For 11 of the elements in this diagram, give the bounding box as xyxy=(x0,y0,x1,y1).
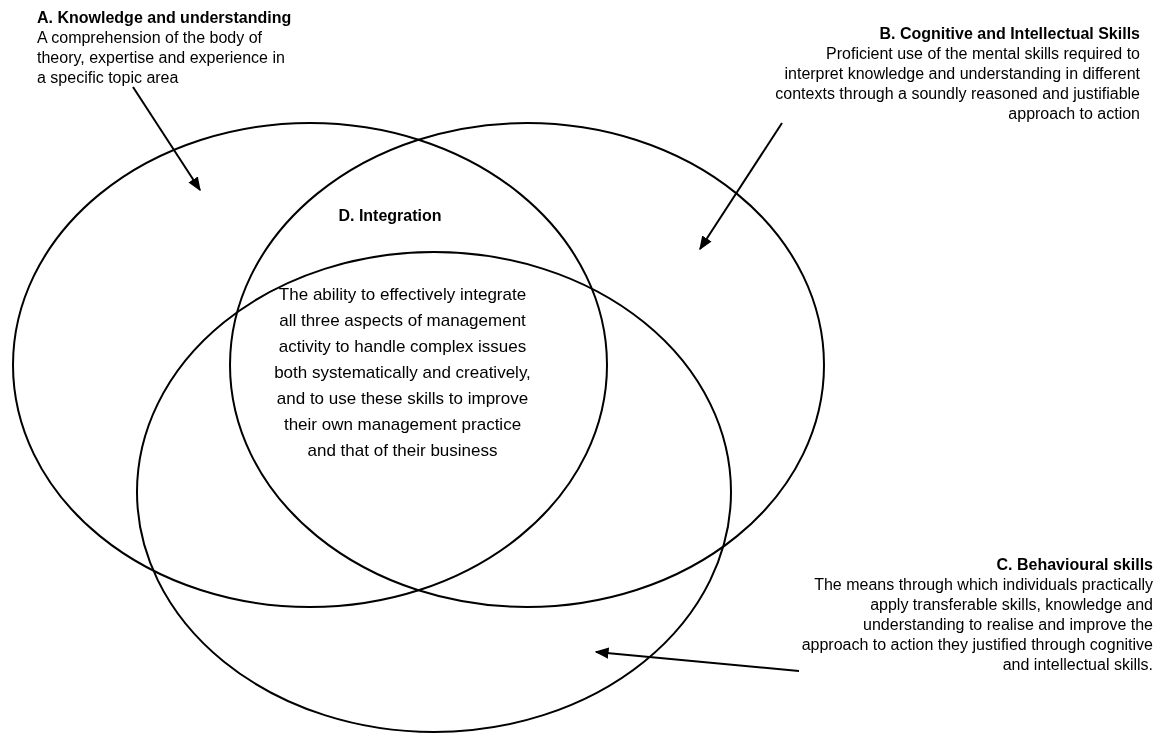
description: The means through which individuals practically apply transferable skills, knowledge and understanding to realise and improve the approach to action they justified through cognitive and intellectual skills. xyxy=(800,575,1153,675)
arrow xyxy=(594,647,800,672)
heading: B. Cognitive and Intellectual Skills xyxy=(878,24,1140,44)
arrow xyxy=(699,122,783,251)
description: The ability to effectively integrate all three aspects of management activity to handle complex issues both systematically and creatively, and to use these skills to improve their own management practice and that of their business xyxy=(273,284,532,462)
heading: A. Knowledge and understanding xyxy=(37,8,293,28)
heading: D. Integration xyxy=(337,207,443,225)
description: A comprehension of the body of theory, expertise and experience in a specific topic area xyxy=(37,28,286,88)
arrow xyxy=(132,86,201,192)
heading: C. Behavioural skills xyxy=(995,555,1153,575)
description: Proficient use of the mental skills required to interpret knowledge and understanding in different contexts through a soundly reasoned and justifiable approach to action xyxy=(774,44,1140,124)
